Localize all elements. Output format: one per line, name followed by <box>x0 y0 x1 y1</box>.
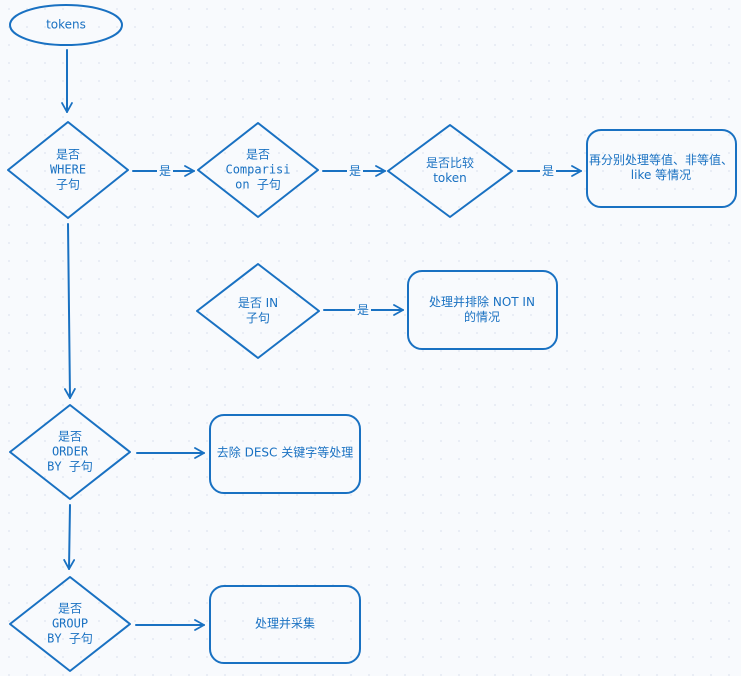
node-collect[interactable] <box>209 585 361 664</box>
label-remove-desc: 去除 DESC 关键字等处理 <box>216 445 354 460</box>
node-group-by[interactable] <box>9 576 131 672</box>
label-where-clause: 是否 WHERE 子句 <box>49 147 87 192</box>
label-tokens: tokens <box>46 17 86 32</box>
label-compare-token: 是否比较 token <box>425 156 475 185</box>
node-handle-values[interactable] <box>586 129 737 208</box>
label-comparison-clause: 是否 Comparisi on 子句 <box>225 147 291 192</box>
label-not-in: 处理并排除 NOT IN 的情况 <box>429 295 535 324</box>
label-order-by: 是否 ORDER BY 子句 <box>47 429 93 474</box>
node-where-clause[interactable] <box>7 121 129 219</box>
edge-order-by-to-group-by <box>63 504 76 570</box>
node-compare-token[interactable] <box>387 124 513 218</box>
label-handle-values: 再分别处理等值、非等值、 like 等情况 <box>588 153 733 182</box>
node-not-in[interactable] <box>407 270 558 350</box>
node-order-by[interactable] <box>9 404 131 500</box>
edge-label-yes-compare-token: 是 <box>539 164 557 178</box>
node-tokens[interactable] <box>9 4 123 46</box>
edge-label-yes-where: 是 <box>156 164 174 178</box>
node-comparison-clause[interactable] <box>197 122 319 218</box>
node-in-clause[interactable] <box>196 263 320 359</box>
label-group-by: 是否 GROUP BY 子句 <box>47 601 93 646</box>
edge-where-to-order-by <box>63 223 76 399</box>
edge-label-yes-in: 是 <box>354 303 372 317</box>
label-in-clause: 是否 IN 子句 <box>237 296 279 325</box>
edge-label-yes-comparison: 是 <box>346 164 364 178</box>
label-collect: 处理并采集 <box>254 616 316 631</box>
node-remove-desc[interactable] <box>209 414 361 494</box>
